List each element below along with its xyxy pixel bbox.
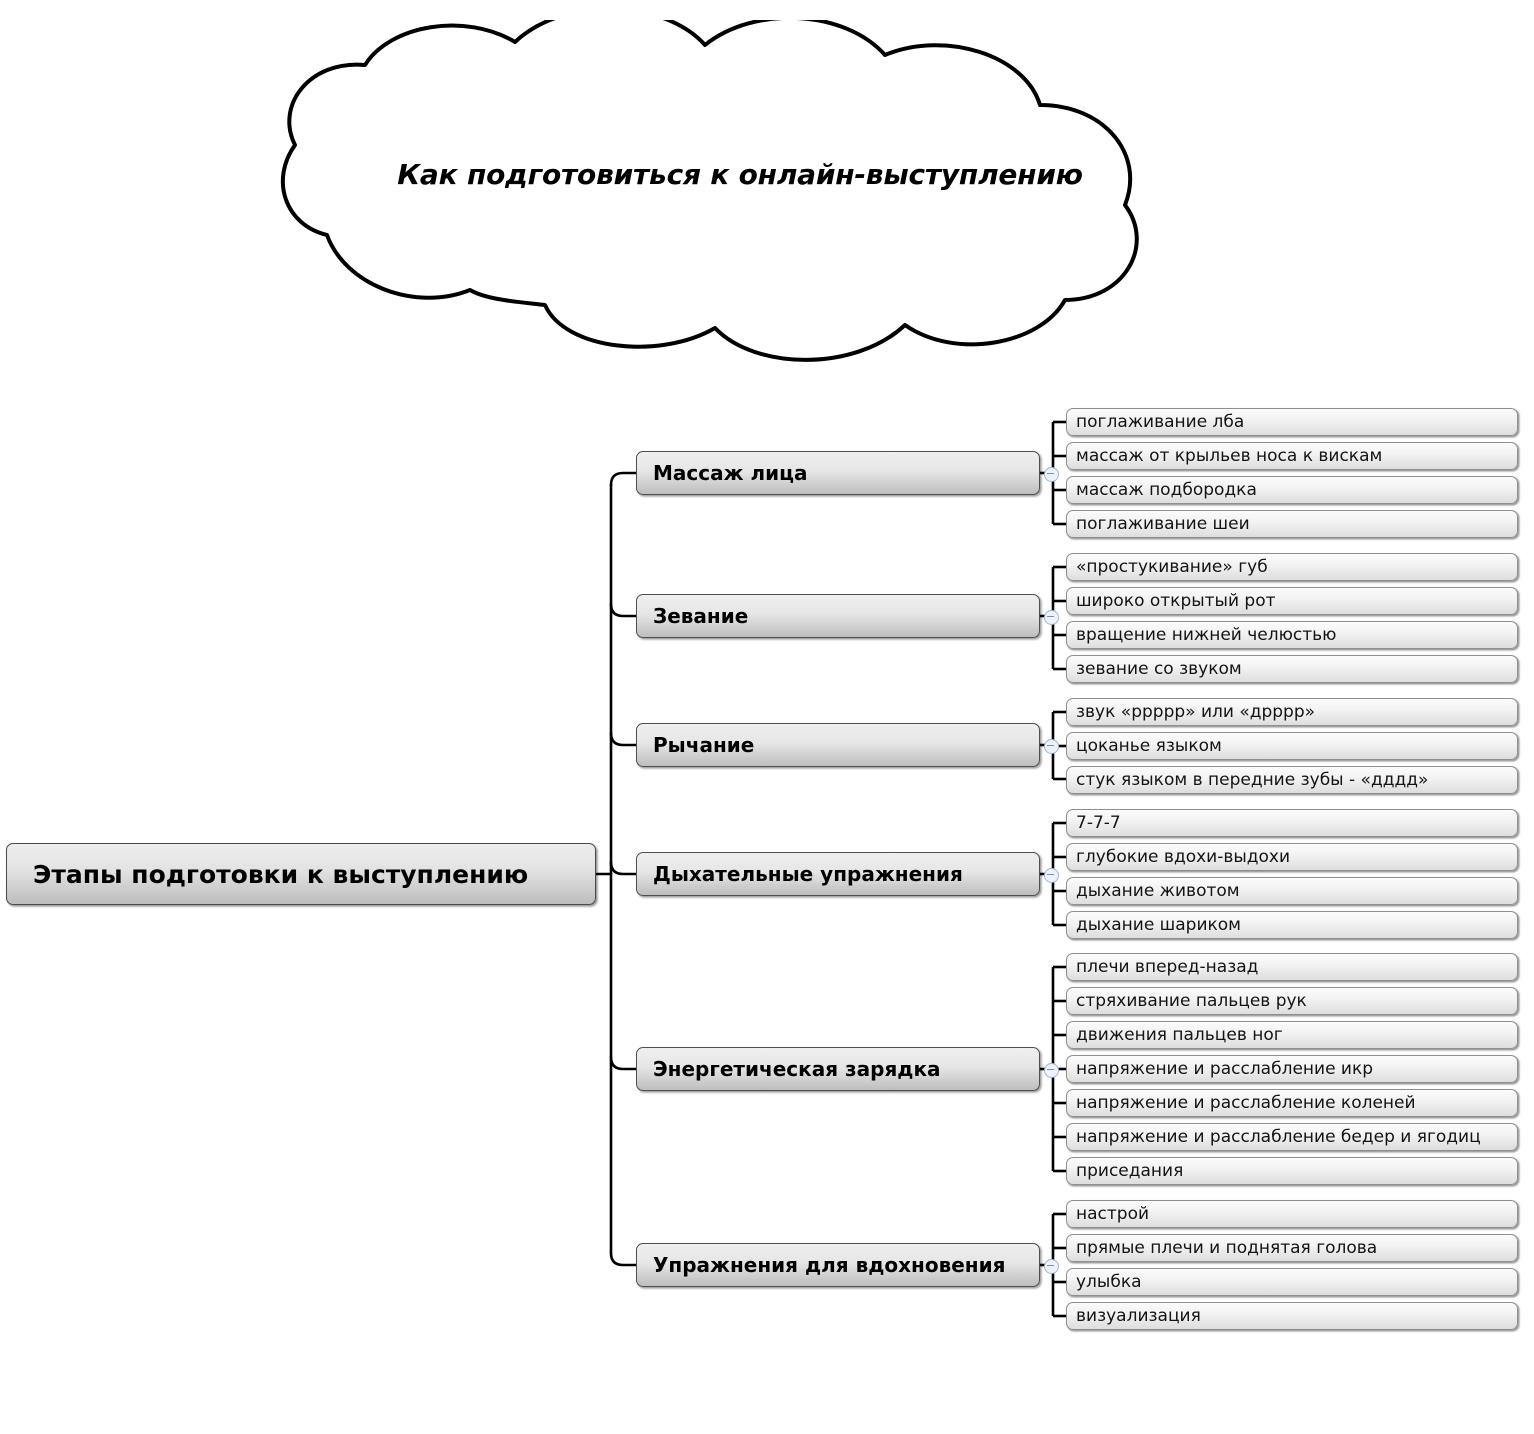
leaf-node-label: массаж подбородка — [1076, 480, 1257, 500]
leaf-node[interactable]: стук языком в передние зубы - «дддд» — [1066, 766, 1518, 794]
root-node-label: Этапы подготовки к выступлению — [33, 859, 529, 889]
leaf-node[interactable]: глубокие вдохи-выдохи — [1066, 843, 1518, 871]
leaf-node-label: широко открытый рот — [1076, 591, 1276, 611]
minus-circle-icon[interactable] — [1044, 467, 1059, 482]
leaf-node[interactable]: массаж подбородка — [1066, 476, 1518, 504]
leaf-node[interactable]: широко открытый рот — [1066, 587, 1518, 615]
minus-circle-icon[interactable] — [1044, 868, 1059, 883]
leaf-node[interactable]: массаж от крыльев носа к вискам — [1066, 442, 1518, 470]
leaf-node[interactable]: приседания — [1066, 1157, 1518, 1185]
leaf-node-label: поглаживание шеи — [1076, 514, 1250, 534]
leaf-node[interactable]: цоканье языком — [1066, 732, 1518, 760]
leaf-node-label: массаж от крыльев носа к вискам — [1076, 446, 1383, 466]
cloud-title: Как подготовиться к онлайн-выступлению — [397, 158, 1083, 191]
branch-node-rychanie[interactable]: Рычание — [636, 723, 1040, 767]
leaf-node-label: улыбка — [1076, 1272, 1142, 1292]
leaf-node-label: настрой — [1076, 1204, 1150, 1224]
leaf-node-label: стук языком в передние зубы - «дддд» — [1076, 770, 1429, 790]
leaf-node-label: цоканье языком — [1076, 736, 1222, 756]
leaf-node-label: напряжение и расслабление икр — [1076, 1059, 1374, 1079]
branch-node-label: Дыхательные упражнения — [653, 862, 963, 886]
branch-node-label: Зевание — [653, 604, 749, 628]
leaf-node[interactable]: движения пальцев ног — [1066, 1021, 1518, 1049]
leaf-node[interactable]: стряхивание пальцев рук — [1066, 987, 1518, 1015]
minus-circle-icon[interactable] — [1044, 1259, 1059, 1274]
leaf-node[interactable]: звук «ррррр» или «дрррр» — [1066, 698, 1518, 726]
leaf-node[interactable]: напряжение и расслабление коленей — [1066, 1089, 1518, 1117]
leaf-node[interactable]: улыбка — [1066, 1268, 1518, 1296]
branch-node-uprazhneniya-dlya-vdohnoveniya[interactable]: Упражнения для вдохновения — [636, 1243, 1040, 1287]
leaf-node-label: напряжение и расслабление коленей — [1076, 1093, 1416, 1113]
leaf-node-label: движения пальцев ног — [1076, 1025, 1283, 1045]
leaf-node-label: звук «ррррр» или «дрррр» — [1076, 702, 1316, 722]
leaf-node-label: дыхание шариком — [1076, 915, 1241, 935]
branch-node-label: Рычание — [653, 733, 755, 757]
leaf-node[interactable]: вращение нижней челюстью — [1066, 621, 1518, 649]
leaf-node-label: вращение нижней челюстью — [1076, 625, 1337, 645]
leaf-node[interactable]: «простукивание» губ — [1066, 553, 1518, 581]
leaf-node-label: визуализация — [1076, 1306, 1201, 1326]
leaf-node[interactable]: зевание со звуком — [1066, 655, 1518, 683]
leaf-node-label: стряхивание пальцев рук — [1076, 991, 1307, 1011]
leaf-node-label: поглаживание лба — [1076, 412, 1245, 432]
cloud-callout-shape — [280, 20, 1139, 362]
branch-node-label: Упражнения для вдохновения — [653, 1253, 1006, 1277]
leaf-node-label: напряжение и расслабление бедер и ягодиц — [1076, 1127, 1481, 1147]
minus-circle-icon[interactable] — [1044, 1063, 1059, 1078]
leaf-node-label: прямые плечи и поднятая голова — [1076, 1238, 1378, 1258]
branch-node-dyhatelnye-uprazhneniya[interactable]: Дыхательные упражнения — [636, 852, 1040, 896]
leaf-node-label: приседания — [1076, 1161, 1184, 1181]
leaf-node[interactable]: плечи вперед-назад — [1066, 953, 1518, 981]
leaf-node[interactable]: 7-7-7 — [1066, 809, 1518, 837]
minus-circle-icon[interactable] — [1044, 739, 1059, 754]
leaf-node[interactable]: поглаживание шеи — [1066, 510, 1518, 538]
leaf-node-label: дыхание животом — [1076, 881, 1240, 901]
leaf-node-label: глубокие вдохи-выдохи — [1076, 847, 1291, 867]
leaf-node[interactable]: настрой — [1066, 1200, 1518, 1228]
leaf-node[interactable]: визуализация — [1066, 1302, 1518, 1330]
branch-node-label: Массаж лица — [653, 461, 808, 485]
branch-node-label: Энергетическая зарядка — [653, 1057, 941, 1081]
minus-circle-icon[interactable] — [1044, 610, 1059, 625]
branch-node-massazh-lica[interactable]: Массаж лица — [636, 451, 1040, 495]
leaf-node-label: зевание со звуком — [1076, 659, 1242, 679]
leaf-node-label: 7-7-7 — [1076, 813, 1121, 833]
leaf-node[interactable]: дыхание шариком — [1066, 911, 1518, 939]
leaf-node[interactable]: поглаживание лба — [1066, 408, 1518, 436]
branch-node-zevanie[interactable]: Зевание — [636, 594, 1040, 638]
leaf-node[interactable]: дыхание животом — [1066, 877, 1518, 905]
leaf-node-label: плечи вперед-назад — [1076, 957, 1259, 977]
leaf-node-label: «простукивание» губ — [1076, 557, 1268, 577]
leaf-node[interactable]: напряжение и расслабление икр — [1066, 1055, 1518, 1083]
branch-node-energeticheskaya-zaryadka[interactable]: Энергетическая зарядка — [636, 1047, 1040, 1091]
leaf-node[interactable]: напряжение и расслабление бедер и ягодиц — [1066, 1123, 1518, 1151]
root-node[interactable]: Этапы подготовки к выступлению — [6, 843, 596, 905]
leaf-node[interactable]: прямые плечи и поднятая голова — [1066, 1234, 1518, 1262]
